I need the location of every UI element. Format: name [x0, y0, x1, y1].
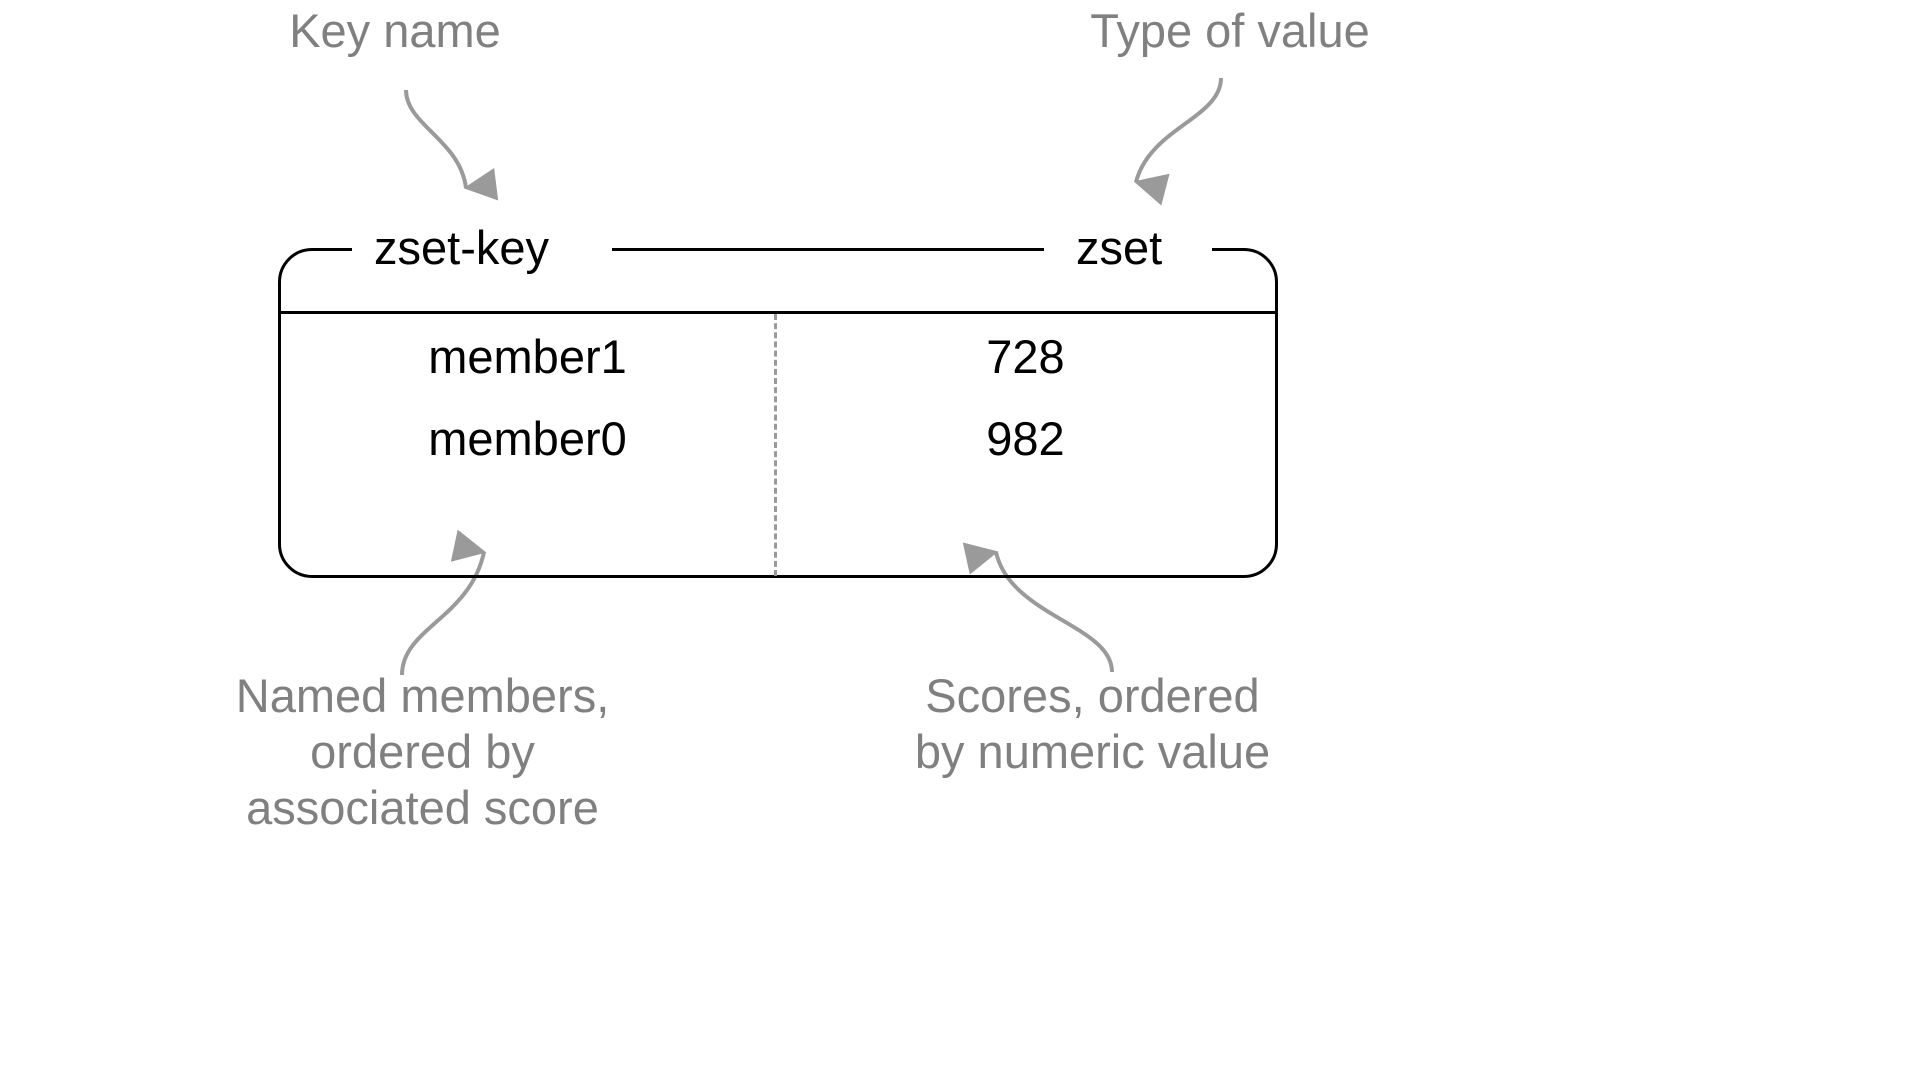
column-divider-dashed [774, 314, 777, 576]
caption-line: ordered by [310, 725, 535, 778]
caption-line: by numeric value [914, 725, 1271, 778]
zset-rows: member1 728 member0 982 [280, 315, 1276, 479]
score-cell: 728 [986, 329, 1065, 383]
header-separator [279, 311, 1277, 314]
member-cell: member1 [428, 329, 627, 383]
annotation-key-name: Key name [289, 4, 501, 57]
caption-scores: Scores, ordered by numeric value [810, 668, 1375, 780]
key-container-box [278, 248, 1278, 578]
member-cell: member0 [428, 411, 627, 465]
caption-named-members: Named members, ordered by associated sco… [110, 668, 735, 836]
annotation-type-of-value: Type of value [1090, 4, 1370, 57]
table-row: member0 982 [280, 397, 1276, 479]
table-row: member1 728 [280, 315, 1276, 397]
arrow-type-to-zset [1133, 77, 1223, 206]
value-type-label: zset [1070, 224, 1169, 271]
caption-line: Named members, [235, 669, 610, 722]
score-cell: 982 [986, 411, 1065, 465]
arrow-key-name-to-key [404, 89, 499, 201]
caption-line: Scores, ordered [925, 669, 1260, 722]
caption-line: associated score [246, 781, 599, 834]
key-name-label: zset-key [368, 224, 555, 271]
